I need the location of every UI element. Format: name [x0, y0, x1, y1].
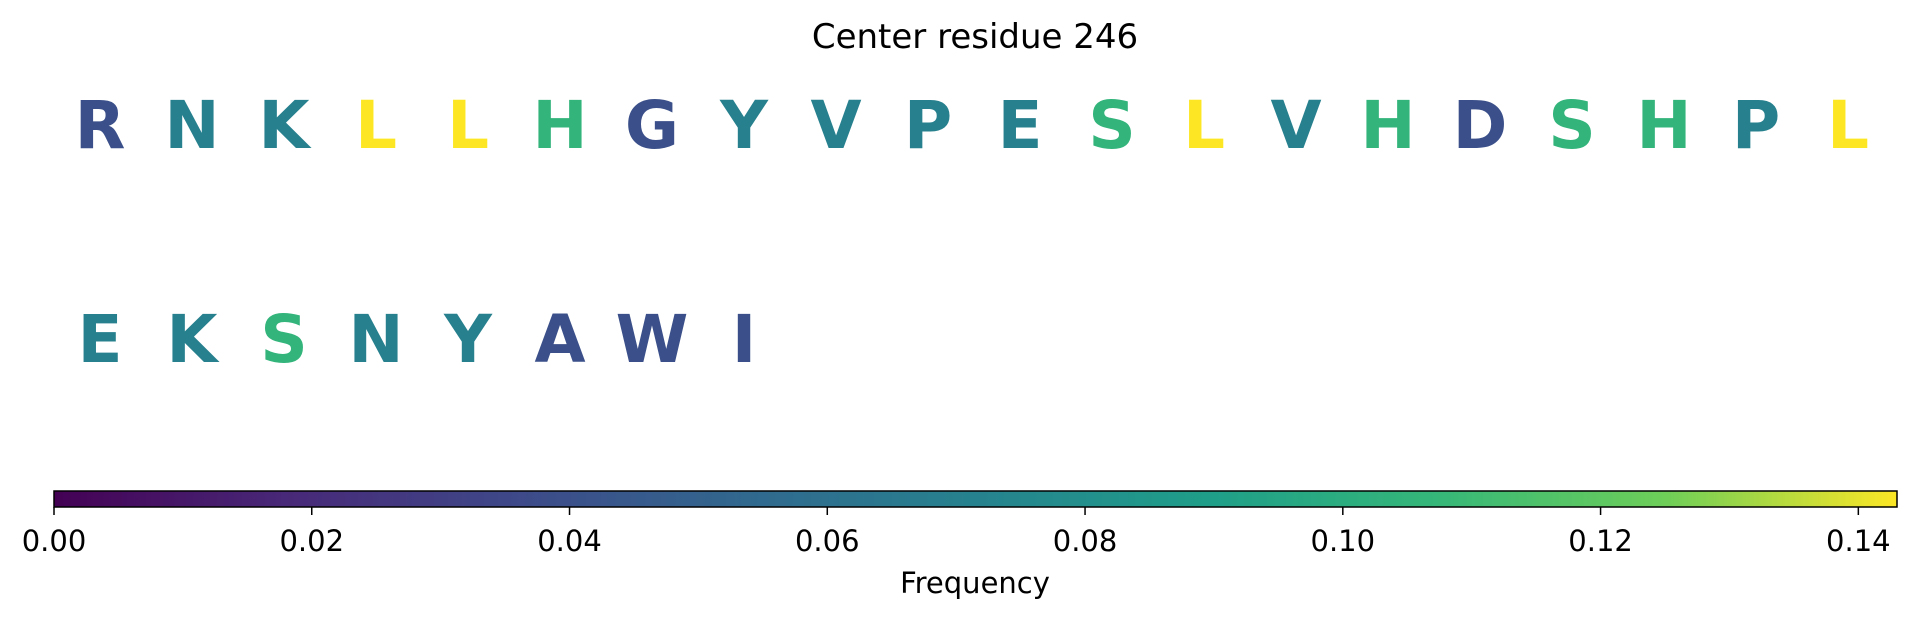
colorbar-ticks: 0.00 0.02 0.04 0.06 0.08 0.10 0.12 0.14 [22, 507, 1891, 558]
residue-letter-r: R [75, 87, 126, 164]
residue-letter-v: V [1270, 87, 1321, 164]
residue-letter-k: K [166, 301, 220, 378]
residue-letter-h: H [1360, 87, 1415, 164]
residue-letter-l: L [447, 87, 489, 164]
residue-letter-p: P [904, 87, 952, 164]
residue-letter-y: Y [443, 301, 493, 378]
residue-letter-v: V [810, 87, 861, 164]
residue-letter-a: A [534, 301, 585, 378]
residue-letter-s: S [1548, 87, 1596, 164]
colorbar-tick-label: 0.06 [795, 524, 860, 558]
chart-title: Center residue 246 [812, 17, 1138, 57]
colorbar-tick-label: 0.12 [1568, 524, 1633, 558]
colorbar-tick-label: 0.04 [537, 524, 602, 558]
residue-letter-n: N [348, 301, 403, 378]
residue-letter-p: P [1732, 87, 1780, 164]
colorbar-tick-label: 0.14 [1826, 524, 1891, 558]
colorbar: 0.00 0.02 0.04 0.06 0.08 0.10 0.12 0.14 Frequen… [22, 490, 1898, 600]
colorbar-tick-label: 0.10 [1311, 524, 1376, 558]
residue-letter-s: S [1088, 87, 1136, 164]
residue-letter-e: E [997, 87, 1042, 164]
colorbar-tick-label: 0.00 [22, 524, 87, 558]
residue-letter-y: Y [719, 87, 769, 164]
residue-letter-l: L [1183, 87, 1225, 164]
residue-letter-w: W [616, 301, 689, 378]
residue-letter-l: L [355, 87, 397, 164]
colorbar-label: Frequency [900, 566, 1050, 600]
colorbar-tick-label: 0.02 [279, 524, 344, 558]
residue-letter-h: H [532, 87, 587, 164]
residue-letter-k: K [258, 87, 312, 164]
residue-letter-l: L [1827, 87, 1869, 164]
residue-letter-s: S [260, 301, 308, 378]
colorbar-gradient [53, 490, 1898, 508]
residue-letter-h: H [1636, 87, 1691, 164]
residue-letter-i: I [732, 301, 757, 378]
colorbar-tick-label: 0.08 [1053, 524, 1118, 558]
residue-letter-e: E [77, 301, 122, 378]
residue-letter-g: G [625, 87, 679, 164]
residue-letter-d: D [1453, 87, 1508, 164]
residue-letter-n: N [164, 87, 219, 164]
